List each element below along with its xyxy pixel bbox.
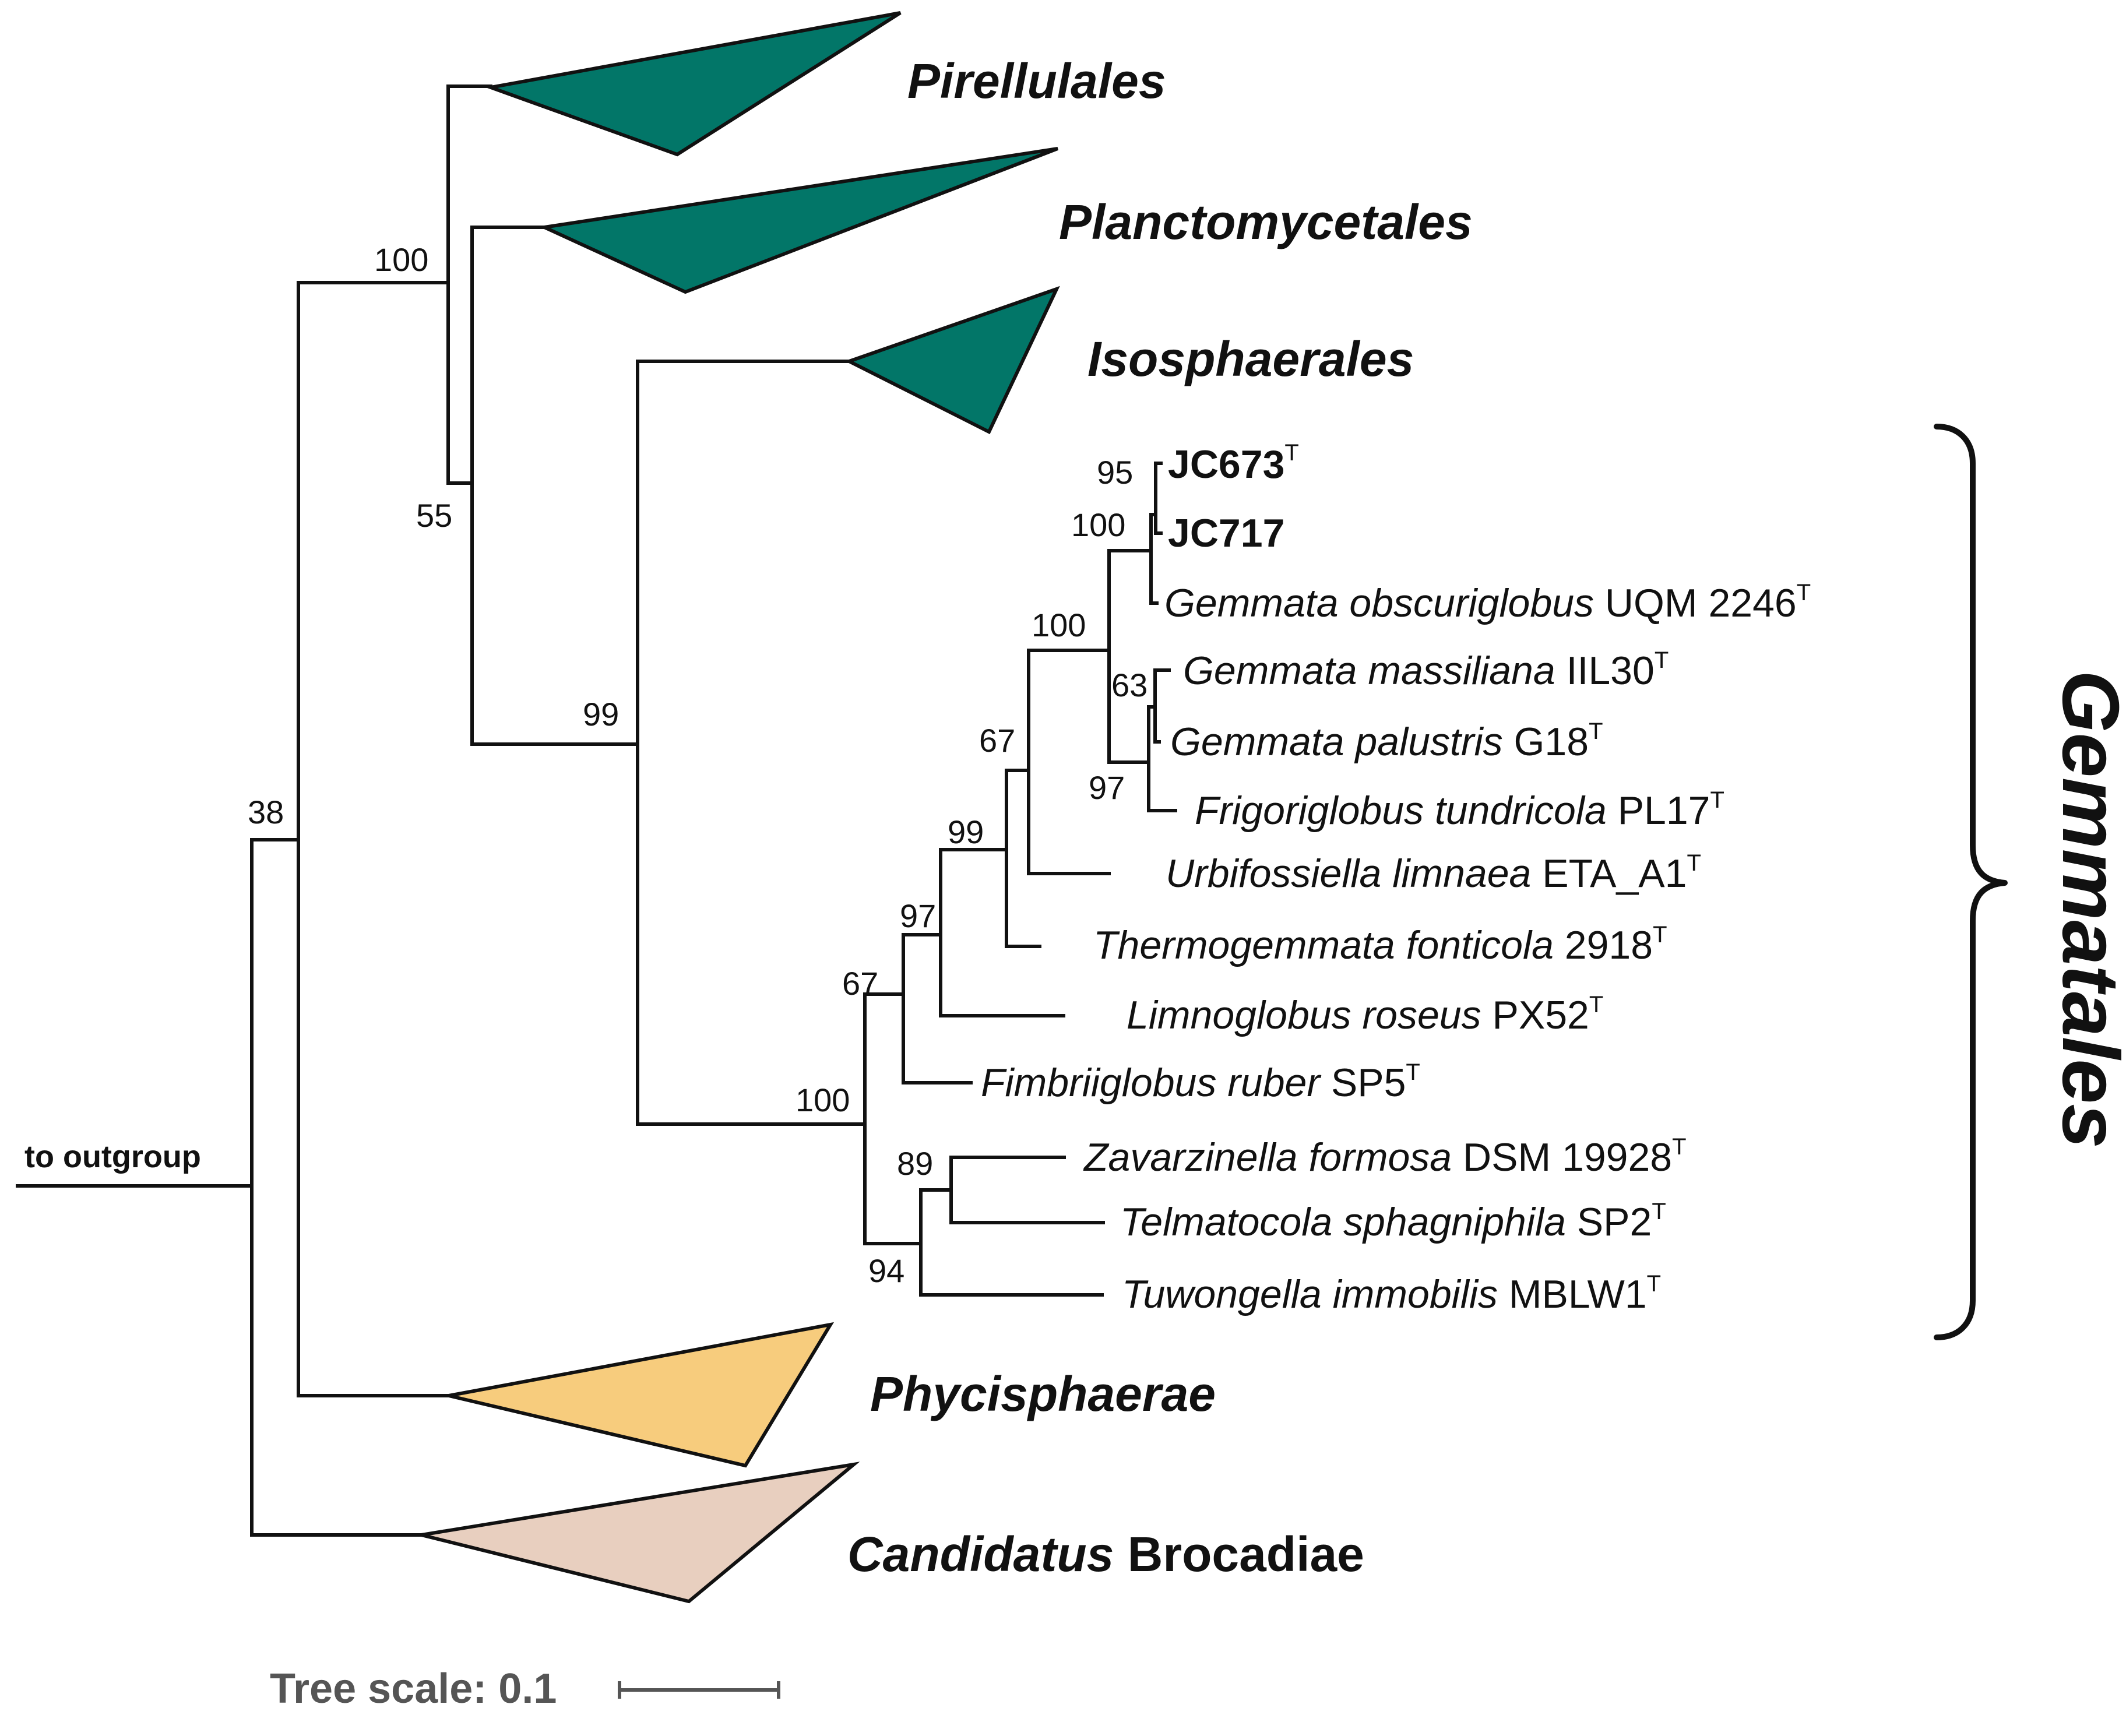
support-value: 55 bbox=[416, 497, 452, 534]
phycisphaerae-triangle bbox=[448, 1322, 835, 1468]
gemmatales-brace bbox=[1934, 424, 2008, 1340]
support-value: 89 bbox=[897, 1145, 933, 1182]
tree-scale-label: Tree scale: 0.1 bbox=[270, 1665, 557, 1712]
support-value: 100 bbox=[1071, 506, 1125, 543]
tree-scale-bar bbox=[618, 1681, 780, 1699]
leaf-label-thermogemmata: Thermogemmata fonticola 2918T bbox=[1093, 922, 1667, 967]
support-value: 95 bbox=[1097, 454, 1133, 491]
order-label-gemmatales: Gemmatales bbox=[2046, 670, 2126, 1149]
leaf-label-zavarzinella: Zavarzinella formosa DSM 19928T bbox=[1083, 1134, 1687, 1179]
support-value: 67 bbox=[842, 965, 878, 1002]
leaf-label-limnoglobus: Limnoglobus roseus PX52T bbox=[1127, 992, 1603, 1037]
leaf-label-jc717: JC717 bbox=[1168, 511, 1284, 555]
leaf-label-obscuriglobus: Gemmata obscuriglobus UQM 2246T bbox=[1164, 580, 1811, 625]
clade-label-phycisphaerae: Phycisphaerae bbox=[870, 1367, 1216, 1421]
leaf-label-jc673: JC673T bbox=[1168, 440, 1299, 487]
outgroup-label: to outgroup bbox=[24, 1139, 201, 1174]
pirellulales-triangle bbox=[484, 11, 902, 157]
support-value: 99 bbox=[583, 696, 619, 733]
support-value: 100 bbox=[374, 241, 428, 278]
leaf-label-palustris: Gemmata palustris G18T bbox=[1170, 719, 1603, 764]
planctomycetales-triangle bbox=[538, 147, 1059, 294]
support-value: 38 bbox=[248, 794, 284, 830]
clade-label-pirellulales: Pirellulales bbox=[907, 54, 1166, 108]
isosphaerales-triangle bbox=[844, 286, 1060, 435]
support-value: 97 bbox=[1089, 769, 1125, 806]
leaf-label-massiliana: Gemmata massiliana IIL30T bbox=[1183, 647, 1669, 693]
clade-label-planctomycetales: Planctomycetales bbox=[1059, 195, 1473, 249]
leaf-label-frigoriglobus: Frigoriglobus tundricola PL17T bbox=[1195, 787, 1724, 833]
support-value: 67 bbox=[979, 722, 1015, 759]
support-value: 63 bbox=[1111, 667, 1148, 703]
leaf-label-telmatocola: Telmatocola sphagniphila SP2T bbox=[1120, 1199, 1666, 1244]
leaf-label-fimbriiglobus: Fimbriiglobus ruber SP5T bbox=[981, 1059, 1420, 1105]
clade-label-brocadiae: Candidatus Brocadiae bbox=[847, 1527, 1364, 1582]
tree-branches bbox=[16, 84, 1177, 1537]
support-value: 100 bbox=[796, 1082, 850, 1118]
support-value: 97 bbox=[900, 897, 936, 934]
brocadiae-triangle bbox=[421, 1462, 860, 1604]
support-value: 94 bbox=[868, 1252, 904, 1289]
support-value: 100 bbox=[1032, 607, 1086, 643]
leaf-label-tuwongella: Tuwongella immobilis MBLW1T bbox=[1122, 1271, 1661, 1316]
leaf-label-urbifossiella: Urbifossiella limnaea ETA_A1T bbox=[1166, 850, 1701, 896]
clade-label-isosphaerales: Isosphaerales bbox=[1087, 332, 1414, 386]
support-value: 99 bbox=[948, 814, 984, 850]
